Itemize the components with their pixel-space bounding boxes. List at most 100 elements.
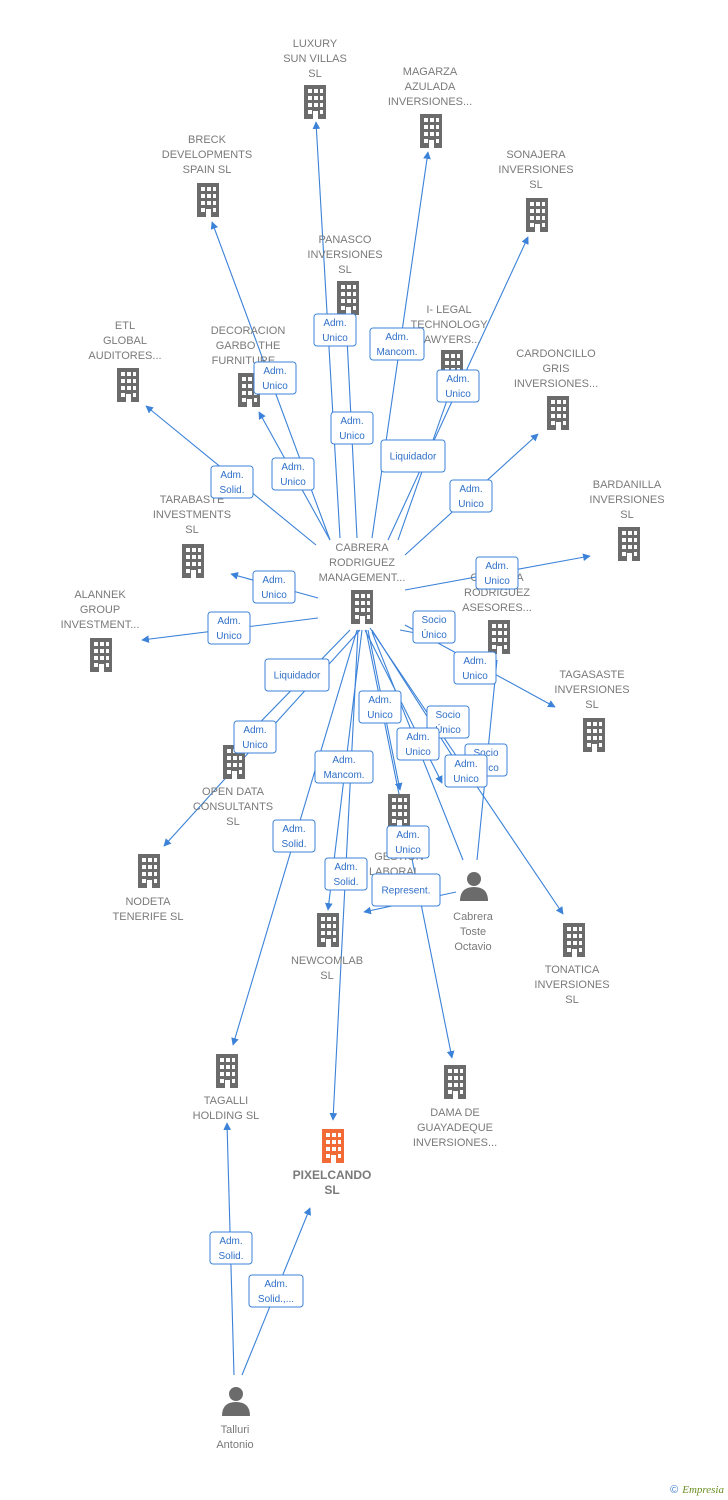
role-badge-box <box>358 690 402 724</box>
node-label-line: TAGASASTE <box>559 669 624 681</box>
role-badge-box <box>475 556 519 590</box>
node-label-line: ALANNEK <box>74 589 126 601</box>
brand-footer[interactable]: ©Empresia <box>670 1484 724 1496</box>
role-badge-box <box>396 727 440 761</box>
node-label-line: PANASCO <box>319 234 372 246</box>
node-label-line: CARDONCILLO <box>516 348 596 360</box>
copyright-icon: © <box>670 1484 679 1496</box>
role-badge-line: Unico <box>453 774 479 785</box>
role-badge-box <box>314 750 374 784</box>
role-badge-label: Adm.Unico <box>280 462 306 488</box>
building-icon[interactable] <box>526 198 548 232</box>
role-badge-label: Adm.Unico <box>322 318 348 344</box>
building-icon[interactable] <box>351 590 373 624</box>
role-badge-line: Único <box>421 628 447 641</box>
building-icon[interactable] <box>317 913 339 947</box>
building-icon[interactable] <box>583 718 605 752</box>
role-badge-label: Adm.Unico <box>462 656 488 682</box>
building-icon[interactable] <box>117 368 139 402</box>
node-label-line: OPEN DATA <box>202 786 265 798</box>
role-badge: Liquidador <box>264 658 330 692</box>
role-badge-line: Adm. <box>368 695 391 706</box>
node-label-line: Cabrera <box>453 911 494 923</box>
role-badge-line: Único <box>435 723 461 736</box>
building-icon[interactable] <box>90 638 112 672</box>
person-icon[interactable] <box>460 872 488 901</box>
person-icon[interactable] <box>222 1387 250 1416</box>
node-label-line: TONATICA <box>545 964 600 976</box>
role-badge-box <box>233 720 277 754</box>
role-badge-line: Adm. <box>282 824 305 835</box>
building-icon[interactable] <box>488 620 510 654</box>
role-badge-line: Solid. <box>219 485 244 496</box>
building-icon[interactable] <box>182 544 204 578</box>
building-icon[interactable] <box>547 396 569 430</box>
building-icon[interactable] <box>563 923 585 957</box>
role-badge-label: Adm.Solid. <box>218 1236 243 1262</box>
building-icon[interactable] <box>322 1129 344 1163</box>
building-icon[interactable] <box>420 114 442 148</box>
building-icon[interactable] <box>618 527 640 561</box>
building-icon[interactable] <box>337 281 359 315</box>
role-badge-line: Unico <box>322 333 348 344</box>
building-icon[interactable] <box>216 1054 238 1088</box>
building-icon[interactable] <box>388 794 410 828</box>
role-badge: Represent. <box>371 873 441 907</box>
role-badge-box <box>207 611 251 645</box>
node-label-line: DAMA DE <box>430 1107 480 1119</box>
role-badge: Adm.Solid. <box>210 465 254 499</box>
role-badge-box <box>209 1231 253 1265</box>
role-badge-box <box>371 873 441 907</box>
node-label-line: DEVELOPMENTS <box>162 149 252 161</box>
edges-layer <box>141 121 591 1376</box>
building-icon[interactable] <box>138 854 160 888</box>
role-badge-label: Adm.Unico <box>242 725 268 751</box>
node-label-line: ETL <box>115 320 135 332</box>
building-icon[interactable] <box>444 1065 466 1099</box>
node-label-line: INVESTMENTS <box>153 509 231 521</box>
node-label-line: SL <box>320 970 333 982</box>
building-icon[interactable] <box>197 183 219 217</box>
node-label-line: BRECK <box>188 134 227 146</box>
role-badge-line: Adm. <box>281 462 304 473</box>
role-badge-line: Unico <box>445 389 471 400</box>
role-badge-label: Adm.Unico <box>261 575 287 601</box>
building-icon[interactable] <box>304 85 326 119</box>
node-label-line: RODRIGUEZ <box>329 557 395 569</box>
role-badge: Adm.Solid. <box>272 819 316 853</box>
role-badge-line: Adm. <box>463 656 486 667</box>
node-label-line: SL <box>565 994 578 1006</box>
role-badge-box <box>412 610 456 644</box>
node-label-line: SL <box>226 816 239 828</box>
node-label-line: TARABASTE <box>160 494 225 506</box>
role-badge-line: Liquidador <box>390 452 437 463</box>
role-badge-label: Adm.Solid. <box>333 862 358 888</box>
